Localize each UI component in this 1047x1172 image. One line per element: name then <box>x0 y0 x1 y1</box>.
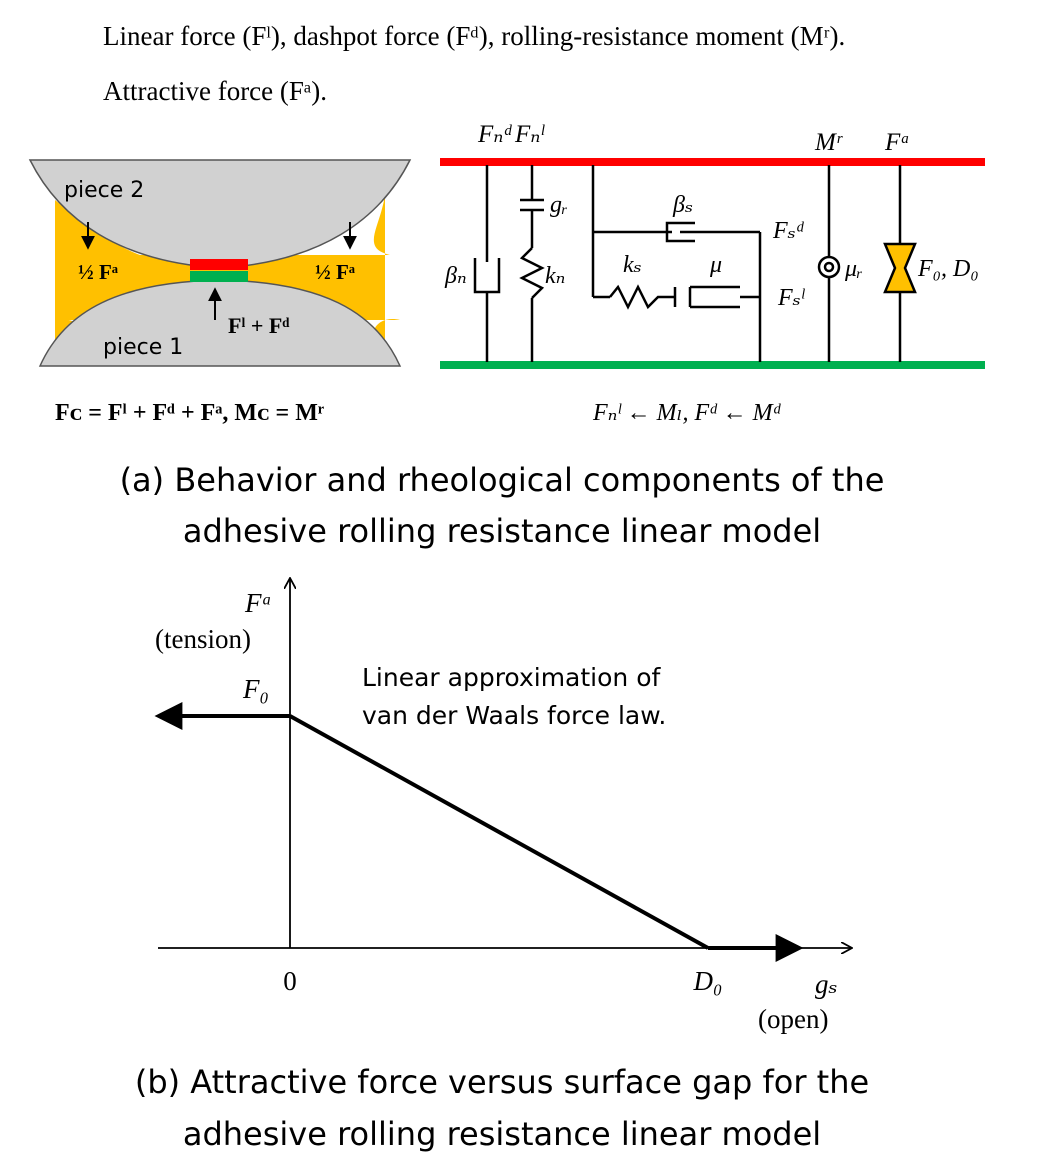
header-line-2: Attractive force (Fᵃ). <box>103 76 327 106</box>
top-label-fln: Fₙˡ <box>514 121 545 148</box>
normal-dashpot <box>473 165 501 362</box>
x-axis-sublabel: (open) <box>758 1004 828 1034</box>
y-axis-label: Fᵃ <box>244 588 272 618</box>
annotation-line-1: Linear approximation of <box>362 663 662 692</box>
piece-2-label: piece 2 <box>64 178 144 203</box>
annotation-line-2: van der Waals force law. <box>362 701 666 730</box>
k-n-label: kₙ <box>545 263 565 289</box>
contact-sketch: piece 2 piece 1 ½ Fᵃ ½ Fᵃ Fˡ + Fᵈ Fᴄ = F… <box>28 159 412 426</box>
g-r-label: gᵣ <box>550 192 568 218</box>
rolling-resistance-element <box>817 165 841 362</box>
right-half-fa-label: ½ Fᵃ <box>315 260 355 284</box>
mu-r-label: μᵣ <box>844 256 863 282</box>
top-label-fdn: Fₙᵈ <box>477 121 512 148</box>
left-half-fa-label: ½ Fᵃ <box>78 260 118 284</box>
x-tick-d0: D₀ <box>693 966 723 996</box>
fds-label: Fₛᵈ <box>772 218 805 244</box>
mu-label: μ <box>709 252 722 278</box>
caption-a-line-1: (a) Behavior and rheological components … <box>120 461 885 499</box>
top-label-mr: Mʳ <box>814 129 843 156</box>
y-axis-sublabel: (tension) <box>155 624 251 654</box>
fls-label: Fₛˡ <box>777 285 806 311</box>
fl-plus-fd-label: Fˡ + Fᵈ <box>228 313 290 338</box>
caption-a-line-2: adhesive rolling resistance linear model <box>183 512 821 550</box>
rheological-model: Fₙᵈ Fₙˡ Mʳ Fᵃ βₙ gᵣ kₙ <box>440 121 985 426</box>
attractive-force-chart: Fᵃ (tension) F₀ Linear approximation of … <box>154 578 852 1034</box>
contact-equation: Fᴄ = Fˡ + Fᵈ + Fᵃ, Mᴄ = Mʳ <box>55 400 324 426</box>
caption-b-line-2: adhesive rolling resistance linear model <box>183 1115 821 1153</box>
gap-and-normal-spring <box>519 165 545 362</box>
contact-lower-bar <box>190 271 248 282</box>
attractive-element <box>883 165 917 362</box>
header-line-1: Linear force (Fˡ), dashpot force (Fᵈ), r… <box>103 21 845 51</box>
linear-approximation-line <box>289 714 709 950</box>
beta-s-label: βₛ <box>672 192 693 218</box>
k-s-label: kₛ <box>623 252 642 278</box>
x-tick-zero: 0 <box>283 966 297 996</box>
contact-upper-bar <box>190 259 248 270</box>
caption-b-line-1: (b) Attractive force versus surface gap … <box>135 1063 869 1101</box>
rheology-bottom-equation: Fₙˡ ← Mₗ, Fᵈ ← Mᵈ <box>592 400 782 426</box>
piece-1-label: piece 1 <box>103 335 183 360</box>
top-label-fa: Fᵃ <box>884 129 910 156</box>
beta-n-label: βₙ <box>444 263 467 289</box>
f0-d0-label: F₀, D₀ <box>917 256 979 282</box>
y-tick-f0: F₀ <box>242 674 269 704</box>
shear-frame <box>591 165 762 362</box>
x-axis-label: gₛ <box>815 969 838 999</box>
